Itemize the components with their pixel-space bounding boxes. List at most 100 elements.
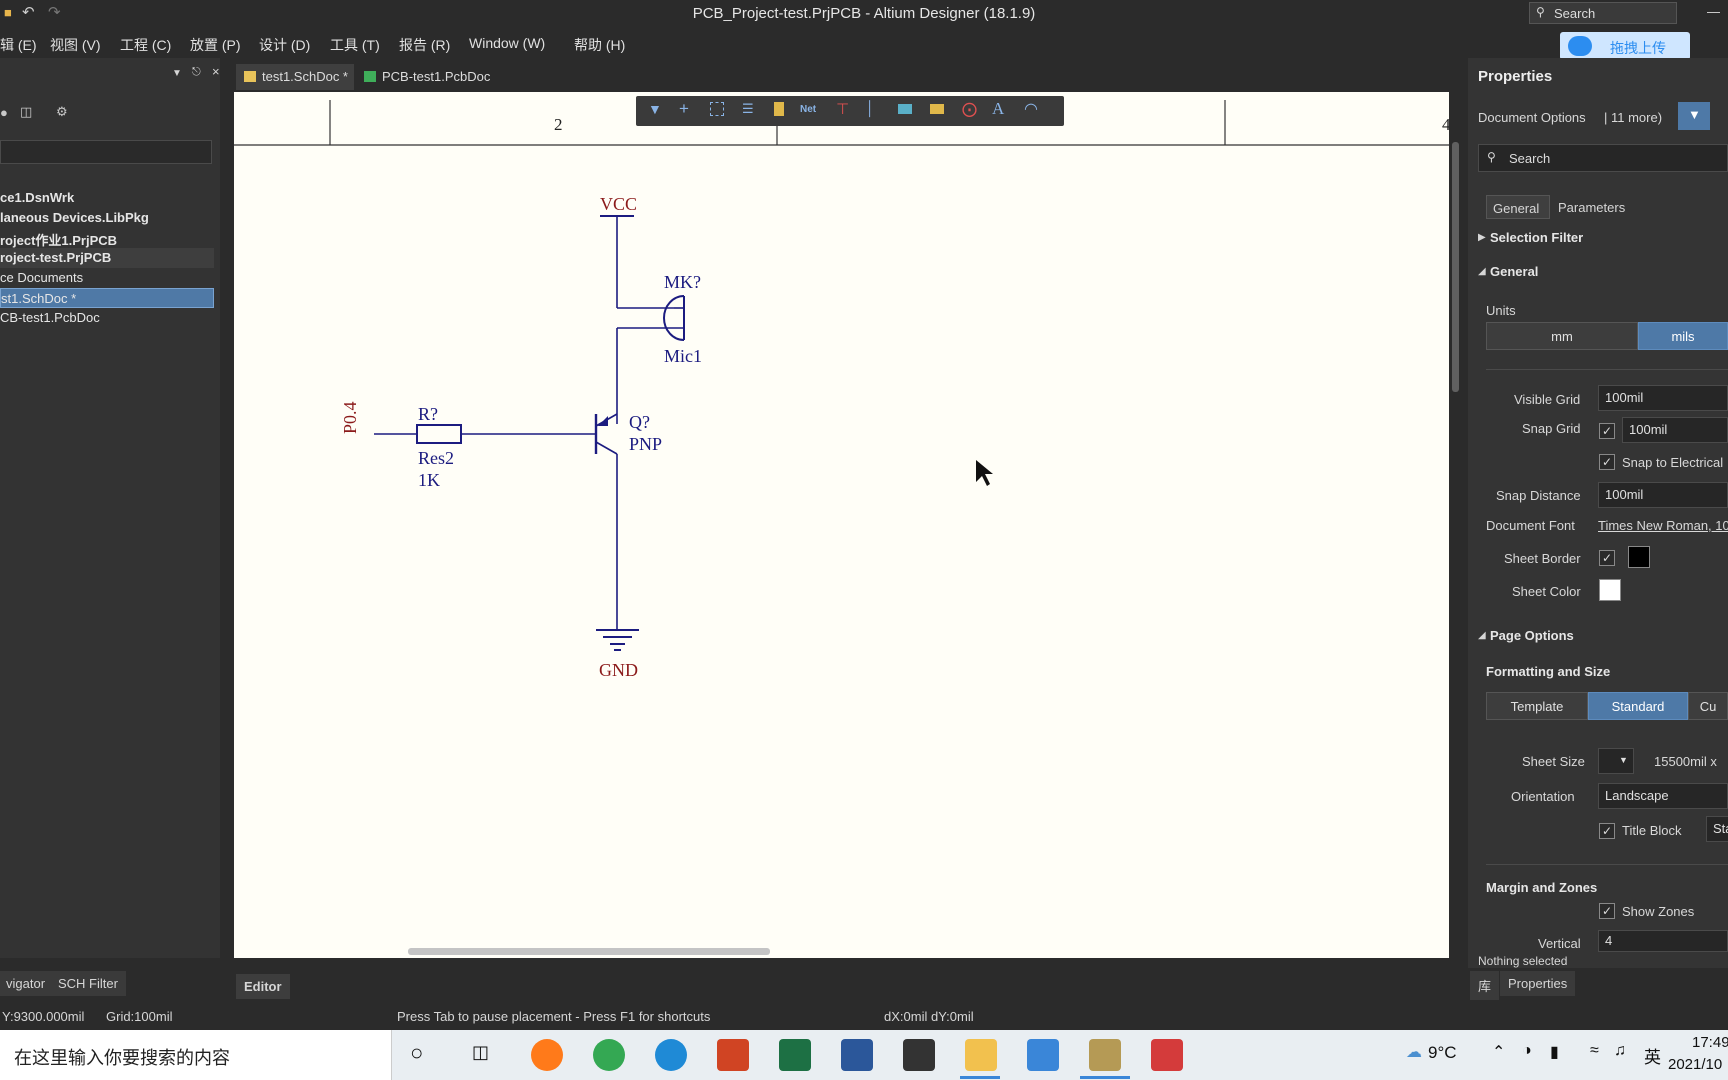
pin-icon[interactable]: ⎋ bbox=[192, 66, 201, 78]
tab-navigator[interactable]: vigator bbox=[0, 971, 52, 996]
menu-window[interactable]: Window (W) bbox=[469, 35, 546, 51]
properties-search-input[interactable]: ⚲ Search bbox=[1478, 144, 1728, 172]
page-options-section[interactable]: Page Options bbox=[1490, 628, 1574, 643]
tree-item-project-test[interactable]: roject-test.PrjPCB bbox=[0, 248, 214, 268]
cortana-icon[interactable]: ○ bbox=[410, 1040, 424, 1065]
tab-sch-filter[interactable]: SCH Filter bbox=[50, 971, 126, 996]
store-icon[interactable] bbox=[903, 1039, 935, 1071]
tab-pcbdoc[interactable]: PCB-test1.PcbDoc bbox=[356, 64, 496, 90]
word-icon[interactable] bbox=[841, 1039, 873, 1071]
battery-icon[interactable]: ▮ bbox=[1550, 1044, 1559, 1061]
visible-grid-field[interactable]: 100mil bbox=[1598, 385, 1728, 411]
excel-icon[interactable] bbox=[779, 1039, 811, 1071]
filter-icon[interactable]: ▼ bbox=[648, 101, 662, 117]
firefox-icon[interactable] bbox=[531, 1039, 563, 1071]
task-view-icon[interactable]: ◫ bbox=[472, 1042, 490, 1062]
tab-editor[interactable]: Editor bbox=[236, 974, 290, 999]
expand-icon[interactable]: ▶ bbox=[1478, 232, 1486, 243]
minimize-icon[interactable]: — bbox=[1707, 4, 1720, 19]
format-custom-button[interactable]: Cu bbox=[1688, 692, 1728, 720]
tab-properties[interactable]: Properties bbox=[1500, 971, 1576, 996]
sheet-border-color-swatch[interactable] bbox=[1628, 546, 1650, 568]
units-mils-button[interactable]: mils bbox=[1638, 322, 1728, 350]
cross-probe-icon[interactable]: + bbox=[679, 99, 689, 118]
tree-item-workspace[interactable]: ce1.DsnWrk bbox=[0, 190, 75, 205]
directive-icon[interactable]: ⨀ bbox=[962, 101, 977, 118]
file-explorer-icon[interactable] bbox=[965, 1039, 997, 1071]
menu-view[interactable]: 视图 (V) bbox=[50, 37, 101, 53]
mail-icon[interactable] bbox=[1027, 1039, 1059, 1071]
menu-edit[interactable]: 辑 (E) bbox=[0, 37, 37, 53]
tab-schdoc[interactable]: test1.SchDoc * bbox=[236, 64, 354, 90]
project-search-input[interactable] bbox=[0, 140, 212, 164]
selection-filter-section[interactable]: Selection Filter bbox=[1490, 230, 1584, 245]
title-block-dropdown[interactable]: Sta bbox=[1706, 816, 1728, 842]
format-standard-button[interactable]: Standard bbox=[1588, 692, 1688, 720]
tree-item-source-docs[interactable]: ce Documents bbox=[0, 270, 84, 285]
snap-grid-field[interactable]: 100mil bbox=[1622, 417, 1728, 443]
folder-icon[interactable]: ■ bbox=[4, 5, 12, 20]
tree-item-schdoc[interactable]: st1.SchDoc * bbox=[0, 288, 214, 308]
vertical-scrollbar[interactable] bbox=[1451, 92, 1461, 958]
units-mm-button[interactable]: mm bbox=[1486, 322, 1638, 350]
vertical-scrollbar-thumb[interactable] bbox=[1452, 142, 1459, 392]
orientation-dropdown[interactable]: Landscape bbox=[1598, 783, 1728, 809]
ime-indicator[interactable]: 英 bbox=[1644, 1048, 1661, 1067]
menu-reports[interactable]: 报告 (R) bbox=[399, 37, 451, 53]
tab-library[interactable]: 库 bbox=[1470, 971, 1500, 1000]
sheet-color-swatch[interactable] bbox=[1599, 579, 1621, 601]
sheet-size-dropdown[interactable]: ▼ bbox=[1598, 748, 1634, 774]
menu-tools[interactable]: 工具 (T) bbox=[330, 37, 380, 53]
tree-item-libpkg[interactable]: laneous Devices.LibPkg bbox=[0, 210, 149, 225]
tab-parameters[interactable]: Parameters bbox=[1558, 200, 1626, 215]
snap-grid-checkbox[interactable]: ✓ bbox=[1599, 423, 1615, 439]
powerpoint-icon[interactable] bbox=[717, 1039, 749, 1071]
wps-icon[interactable] bbox=[1151, 1039, 1183, 1071]
sheet-symbol-icon[interactable] bbox=[898, 104, 912, 114]
close-panel-icon[interactable]: × bbox=[212, 64, 220, 79]
format-template-button[interactable]: Template bbox=[1486, 692, 1588, 720]
open-project-icon[interactable]: ● bbox=[0, 105, 8, 120]
menu-project[interactable]: 工程 (C) bbox=[120, 37, 172, 53]
taskbar-search-box[interactable]: 在这里输入你要搜索的内容 bbox=[0, 1030, 392, 1080]
select-icon[interactable] bbox=[710, 102, 724, 116]
align-icon[interactable]: ☰ bbox=[742, 101, 754, 116]
arc-icon[interactable]: ◠ bbox=[1024, 101, 1038, 118]
microphone-icon[interactable]: ◑ bbox=[1522, 1042, 1532, 1059]
edge-icon[interactable] bbox=[655, 1039, 687, 1071]
place-part-icon[interactable] bbox=[774, 102, 784, 116]
vertical-field[interactable]: 4 bbox=[1598, 930, 1728, 952]
collapse-icon[interactable]: ◢ bbox=[1478, 630, 1486, 641]
chrome-icon[interactable] bbox=[593, 1039, 625, 1071]
bus-icon[interactable]: │ bbox=[866, 100, 875, 116]
wifi-icon[interactable]: ≈ bbox=[1590, 1042, 1599, 1059]
global-search-box[interactable]: ⚲ Search bbox=[1529, 2, 1677, 24]
weather-icon[interactable]: ☁ bbox=[1406, 1044, 1422, 1061]
net-label-icon[interactable]: Net bbox=[800, 104, 817, 115]
tree-item-pcbdoc[interactable]: CB-test1.PcbDoc bbox=[0, 310, 100, 325]
upload-button[interactable]: 拖拽上传 bbox=[1560, 32, 1690, 60]
menu-place[interactable]: 放置 (P) bbox=[190, 37, 241, 53]
document-font-link[interactable]: Times New Roman, 10 bbox=[1598, 518, 1728, 533]
text-icon[interactable]: A bbox=[992, 99, 1005, 118]
volume-icon[interactable]: ♫ bbox=[1614, 1042, 1626, 1059]
settings-icon[interactable]: ⚙ bbox=[56, 104, 68, 119]
title-block-checkbox[interactable]: ✓ bbox=[1599, 823, 1615, 839]
redo-icon[interactable]: ↷ bbox=[48, 4, 61, 21]
power-port-icon[interactable]: ⊤ bbox=[836, 101, 850, 118]
filter-button[interactable]: ▼ bbox=[1678, 102, 1710, 130]
menu-help[interactable]: 帮助 (H) bbox=[574, 37, 626, 53]
undo-icon[interactable]: ↶ bbox=[22, 4, 35, 21]
show-zones-checkbox[interactable]: ✓ bbox=[1599, 903, 1615, 919]
snap-distance-field[interactable]: 100mil bbox=[1598, 482, 1728, 508]
altium-icon[interactable] bbox=[1089, 1039, 1121, 1071]
schematic-canvas[interactable]: 2 4 VCC MK? Mic1 Q? PNP R? Res2 1K P0.4 bbox=[234, 92, 1449, 958]
chevron-up-icon[interactable]: ⌃ bbox=[1492, 1044, 1506, 1061]
tab-general[interactable]: General bbox=[1486, 195, 1550, 219]
menu-design[interactable]: 设计 (D) bbox=[259, 37, 311, 53]
tree-item-project1[interactable]: roject作业1.PrjPCB bbox=[0, 233, 118, 248]
general-section[interactable]: General bbox=[1490, 264, 1539, 279]
sheet-border-checkbox[interactable]: ✓ bbox=[1599, 550, 1615, 566]
snap-electrical-checkbox[interactable]: ✓ bbox=[1599, 454, 1615, 470]
port-icon[interactable] bbox=[930, 104, 944, 114]
